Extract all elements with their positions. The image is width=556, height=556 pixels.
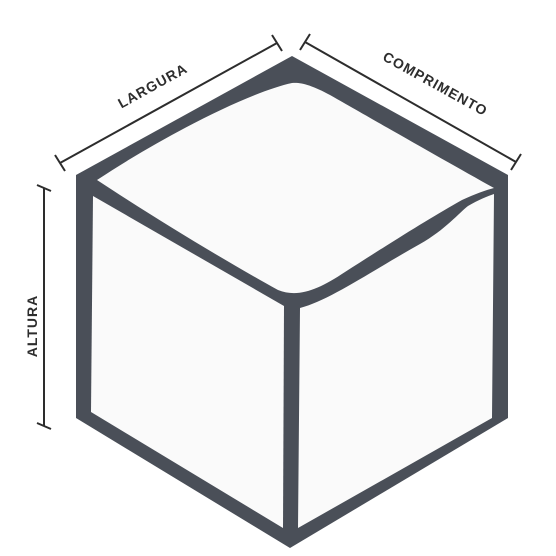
width-dimension-line xyxy=(54,34,283,172)
height-label: ALTURA xyxy=(24,295,40,358)
box-left-face xyxy=(91,196,284,528)
height-dimension-line xyxy=(36,184,52,430)
length-dimension-line xyxy=(299,33,522,171)
box-top-face xyxy=(97,82,494,294)
length-label: COMPRIMENTO xyxy=(380,48,490,119)
width-label: LARGURA xyxy=(115,60,190,111)
box-right-face xyxy=(298,194,494,528)
